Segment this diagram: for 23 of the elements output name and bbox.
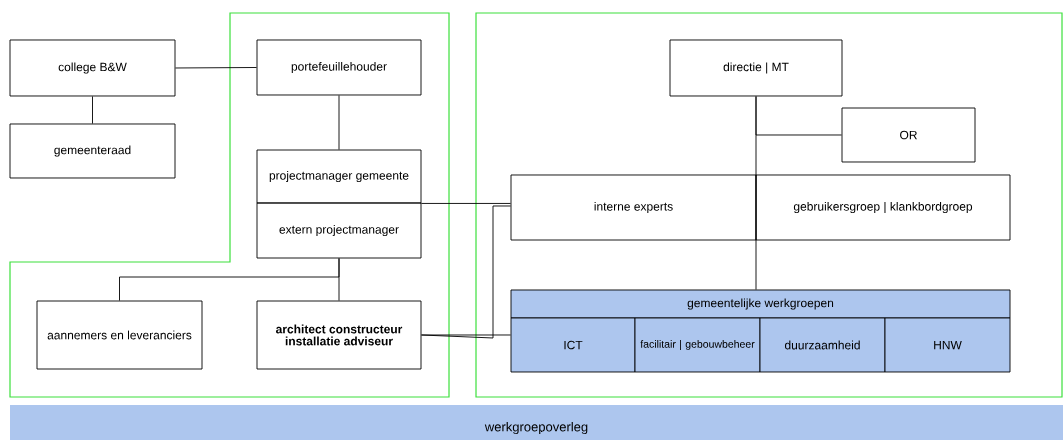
org-box: architect constructeur installatie adviseur [256, 300, 422, 370]
org-box: extern projectmanager [256, 202, 422, 259]
group-cell: facilitair | gebouwbeheer [634, 317, 761, 373]
org-box: OR [841, 107, 976, 163]
connector-line [338, 95, 340, 150]
org-box: portefeuillehouder [256, 39, 422, 96]
band-label: werkgroepoverleg [484, 421, 588, 435]
org-box: interne experts [510, 174, 757, 241]
group-cell: ICT [510, 317, 636, 373]
group-cell: HNW [884, 317, 1011, 373]
org-box: projectmanager gemeente [256, 149, 422, 204]
org-box: gebruikersgroep | klankbordgroep [755, 174, 1011, 241]
org-box: gemeenteraad [9, 123, 176, 179]
connector-line [175, 67, 257, 69]
group-cell: duurzaamheid [759, 317, 886, 373]
connector-line [421, 203, 511, 204]
connector-line [421, 205, 511, 339]
org-box: aannemers en leveranciers [36, 300, 203, 370]
org-box: college B&W [9, 39, 176, 97]
connector-line [755, 96, 757, 290]
connector-line [92, 96, 93, 124]
org-box: directie | MT [669, 39, 843, 97]
connector-line [338, 258, 340, 301]
